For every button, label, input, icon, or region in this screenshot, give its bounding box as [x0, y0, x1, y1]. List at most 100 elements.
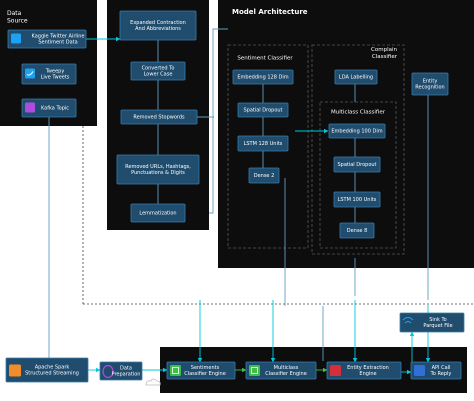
multiclass-dropout-node: Spatial Dropout: [333, 156, 381, 173]
sentiment-embedding-node: Embedding 128 Dim: [232, 69, 294, 85]
kaggle-source-node-label: Kaggle Twitter Airline: [32, 33, 85, 39]
spark-streaming-node-label: Structured Streaming: [25, 371, 79, 377]
multiclass-embedding-node-label: Embedding 100 Dim: [331, 129, 382, 135]
multiclass-dense-node-box: [339, 222, 375, 239]
sentiment-engine-node-label: Sentiments: [191, 365, 220, 371]
kafka-topic-node: Kafka Topic: [21, 98, 77, 118]
multiclass-embedding-node: Embedding 100 Dim: [328, 123, 386, 139]
api-icon: [414, 365, 425, 376]
entity-recognition-node-label: Entity: [423, 78, 438, 84]
connectors: [48, 28, 429, 361]
sentiment-embedding-node-box: [232, 69, 294, 85]
engine-glyph: [251, 367, 258, 374]
lda-labelling-node-box: [334, 69, 378, 85]
entity-engine-node-label: Engine: [359, 371, 376, 377]
expand-contraction-node-box: [119, 10, 197, 41]
sentiment-engine-node-label: Classifier Engine: [184, 371, 226, 377]
entity-engine-node-label: Entity Extraction: [347, 365, 389, 371]
sink-parquet-node-label: Sink To: [429, 317, 446, 323]
spark-streaming-node-label: Apache Spark: [35, 364, 70, 370]
remove-stopwords-node-label: Removed Stopwords: [133, 115, 185, 121]
expand-contraction-node-label: Expanded Contraction: [130, 20, 186, 26]
sentiment-lstm-node-label: LSTM 128 Units: [244, 141, 283, 147]
kaggle-source-node-box: [7, 29, 87, 49]
multiclass-dense-node: Dense 8: [339, 222, 375, 239]
entity-engine-icon: [330, 365, 341, 376]
kaggle-icon: [11, 33, 21, 44]
remove-urls-node-label: Removed URLs, Hashtags,: [125, 164, 191, 170]
sink-parquet-node-label: Parquet File: [423, 323, 452, 329]
api-reply-node-label: To Reply: [430, 371, 452, 377]
kafka-topic-node-label: Kafka Topic: [41, 106, 69, 112]
sentiment-dense-node: Dense 2: [248, 167, 280, 184]
data-preparation-node-label: Data: [120, 365, 132, 371]
entity-recognition-node-box: [411, 72, 449, 96]
complain-classifier-title: Complain: [371, 47, 397, 53]
api-reply-node-label: API Call: [432, 365, 451, 371]
lda-labelling-node-label: LDA Labelling: [339, 75, 373, 81]
multiclass-dropout-node-label: Spatial Dropout: [337, 162, 376, 168]
twitter-bird-glyph: [26, 71, 34, 76]
cloud-icon: [145, 378, 161, 386]
spark-streaming-node-box: [5, 357, 89, 383]
multiclass-engine-node-label: Classifier Engine: [265, 371, 307, 377]
engine-glyph: [172, 367, 179, 374]
complain-classifier-title: Classifier: [372, 54, 398, 60]
entity-engine-node-box: [326, 361, 402, 380]
wifi-icon: [402, 317, 414, 324]
lemmatization-node-label: Lemmatization: [139, 211, 176, 217]
tweepy-source-node-box: [21, 63, 77, 85]
kafka-topic-node-box: [21, 98, 77, 118]
sentiment-lstm-node: LSTM 128 Units: [237, 135, 289, 152]
remove-stopwords-node-box: [120, 109, 198, 125]
complain-classifier-group: [311, 44, 405, 255]
lower-case-node-label: Converted To: [142, 65, 175, 71]
sentiment-classifier-title: Sentiment Classifier: [237, 56, 293, 62]
lda-labelling-node: LDA Labelling: [334, 69, 378, 85]
tweepy-source-node-label: Live Tweets: [41, 75, 70, 81]
twitter-icon: [25, 68, 35, 79]
database-icon: [102, 364, 114, 379]
engine-icon: [170, 365, 181, 376]
lemmatization-node: Lemmatization: [130, 203, 186, 223]
model-architecture-title: Model Architecture: [232, 8, 308, 16]
remove-stopwords-node: Removed Stopwords: [120, 109, 198, 125]
data-preparation-node-label: Preparation: [112, 372, 141, 378]
lower-case-node-label: Lower Case: [144, 72, 173, 78]
multiclass-classifier-group: [319, 101, 397, 249]
multiclass-classifier-title: Multiclass Classifier: [331, 110, 386, 116]
engine-icon: [249, 365, 260, 376]
kafka-icon: [25, 102, 35, 113]
multiclass-engine-node-box: [245, 361, 317, 380]
sentiment-dropout-node-label: Spatial Dropout: [243, 108, 282, 114]
flow-arrows: [55, 36, 431, 375]
multiclass-lstm-node: LSTM 100 Units: [333, 191, 381, 208]
sentiment-dense-node-box: [248, 167, 280, 184]
multiclass-dense-node-label: Dense 8: [347, 228, 368, 234]
multiclass-engine-node-label: Multiclass: [274, 365, 299, 371]
sentiment-dense-node-label: Dense 2: [254, 173, 275, 179]
sentiment-dropout-node-box: [237, 102, 289, 118]
multiclass-lstm-node-label: LSTM 100 Units: [338, 197, 377, 203]
entity-recognition-node-label: Recognition: [415, 85, 444, 91]
data-source-title: Data: [7, 10, 22, 17]
multiclass-embedding-node-box: [328, 123, 386, 139]
kaggle-source-node-label: Sentiment Data: [38, 40, 77, 46]
data-source-title: Source: [7, 17, 28, 24]
lower-case-node-box: [130, 61, 186, 81]
remove-urls-node: Removed URLs, Hashtags,Punctuations & Di…: [116, 154, 200, 185]
sink-parquet-node-box: [399, 312, 465, 333]
sentiment-dropout-node: Spatial Dropout: [237, 102, 289, 118]
multiclass-dropout-node-box: [333, 156, 381, 173]
spark-icon: [9, 364, 21, 377]
